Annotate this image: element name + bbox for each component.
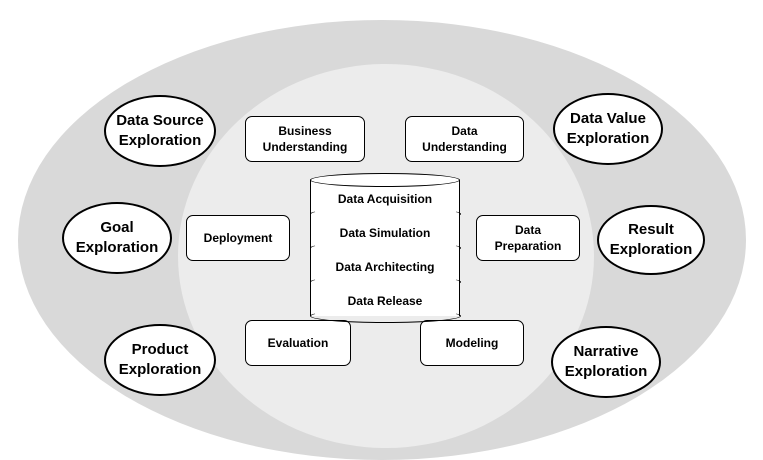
deployment-label: Deployment [203,231,273,245]
modeling-label: Modeling [445,336,499,350]
evaluation-label: Evaluation [267,336,329,350]
modeling-step: Modeling [420,320,524,366]
product-exploration-node: Product Exploration [104,324,216,396]
data-simulation-label: Data Simulation [339,226,431,240]
data-store-cylinder-top [310,173,460,187]
data-release-layer: Data Release [309,282,461,323]
business-understanding-step: Business Understanding [245,116,365,162]
evaluation-step: Evaluation [245,320,351,366]
narrative-exploration-label: Narrative Exploration [564,343,648,380]
data-preparation-label: Data Preparation [494,223,562,253]
data-understanding-label: Data Understanding [422,124,507,154]
data-value-exploration-node: Data Value Exploration [553,93,663,165]
data-architecting-layer: Data Architecting [309,248,461,289]
data-source-exploration-node: Data Source Exploration [104,95,216,167]
business-understanding-label: Business Understanding [262,124,348,154]
narrative-exploration-node: Narrative Exploration [551,326,661,398]
data-release-label: Data Release [347,294,423,308]
data-store-cylinder: Data Acquisition Data Simulation Data Ar… [309,173,461,323]
data-preparation-step: Data Preparation [476,215,580,261]
product-exploration-label: Product Exploration [118,341,202,378]
data-source-exploration-label: Data Source Exploration [116,112,204,149]
deployment-step: Deployment [186,215,290,261]
goal-exploration-node: Goal Exploration [62,202,172,274]
goal-exploration-label: Goal Exploration [75,219,159,256]
data-understanding-step: Data Understanding [405,116,524,162]
result-exploration-node: Result Exploration [597,205,705,275]
data-simulation-layer: Data Simulation [309,214,461,255]
data-value-exploration-label: Data Value Exploration [566,110,650,147]
data-architecting-label: Data Architecting [335,260,435,274]
result-exploration-label: Result Exploration [609,221,693,258]
data-acquisition-label: Data Acquisition [337,192,433,206]
